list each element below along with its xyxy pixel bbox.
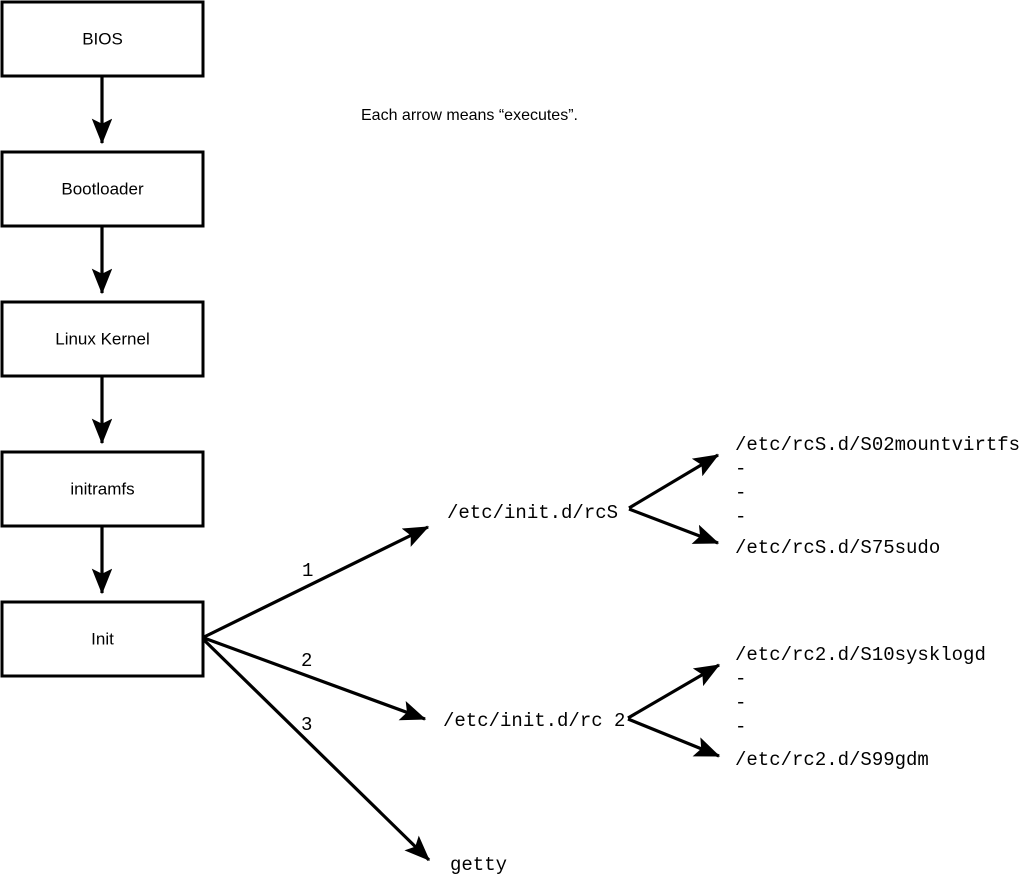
edge-number-2: 2: [301, 650, 312, 672]
rcs-ellipsis-dash-3: -: [735, 506, 746, 528]
rc2-target-first-label: /etc/rc2.d/S10sysklogd: [735, 644, 986, 666]
box-bootloader-rect: [0, 150, 205, 228]
box-init-rect: [0, 600, 205, 678]
edge-rcs-to-last-target: [628, 507, 720, 545]
edge-init-to-rc2: [203, 636, 427, 721]
box-linux-kernel-label: Linux Kernel: [55, 329, 150, 348]
init-fanout-edges: [202, 525, 431, 862]
diagram-caption: Each arrow means “executes”.: [361, 107, 578, 124]
box-linux-kernel: Linux Kernel: [0, 300, 205, 378]
box-initramfs: initramfs: [0, 450, 205, 528]
box-init: Init: [0, 600, 205, 678]
script-node-rcs-label: /etc/init.d/rcS: [447, 502, 618, 524]
rc2-ellipsis-dash-3: -: [735, 716, 746, 738]
rcs-ellipsis-dash-2: -: [735, 482, 746, 504]
box-bootloader-label: Bootloader: [61, 179, 144, 198]
rcs-target-labels: /etc/rcS.d/S02mountvirtfs - - - /etc/rcS…: [735, 434, 1020, 559]
edge-init-to-getty: [202, 638, 431, 862]
edge-rc2-to-last-target: [627, 717, 721, 758]
script-node-getty-label: getty: [450, 854, 507, 875]
rcs-ellipsis-dash-1: -: [735, 458, 746, 480]
rc2-target-labels: /etc/rc2.d/S10sysklogd - - - /etc/rc2.d/…: [735, 644, 986, 771]
edge-number-labels: 1 2 3: [301, 560, 313, 736]
box-initramfs-rect: [0, 450, 205, 528]
rcs-target-first-label: /etc/rcS.d/S02mountvirtfs: [735, 434, 1020, 456]
box-init-label: Init: [91, 629, 114, 648]
box-bios-rect: [0, 0, 205, 78]
script-node-labels: /etc/init.d/rcS /etc/init.d/rc 2 getty: [443, 502, 625, 875]
edge-rc2-to-first-target: [627, 663, 721, 720]
rc2-fanout-edges: [627, 663, 721, 758]
box-bios: BIOS: [0, 0, 205, 78]
box-initramfs-label: initramfs: [70, 479, 134, 498]
rc2-ellipsis-dash-1: -: [735, 668, 746, 690]
edge-number-1: 1: [302, 560, 313, 582]
box-bootloader: Bootloader: [0, 150, 205, 228]
rc2-ellipsis-dash-2: -: [735, 692, 746, 714]
script-node-rc2-label: /etc/init.d/rc 2: [443, 710, 625, 732]
box-linux-kernel-rect: [0, 300, 205, 378]
edge-rcs-to-first-target: [628, 453, 720, 510]
rcs-target-last-label: /etc/rcS.d/S75sudo: [735, 537, 940, 559]
edge-number-3: 3: [301, 714, 312, 736]
box-bios-label: BIOS: [82, 29, 123, 48]
rcs-fanout-edges: [628, 453, 720, 545]
rc2-target-last-label: /etc/rc2.d/S99gdm: [735, 749, 929, 771]
edge-init-to-rcs: [203, 525, 430, 639]
